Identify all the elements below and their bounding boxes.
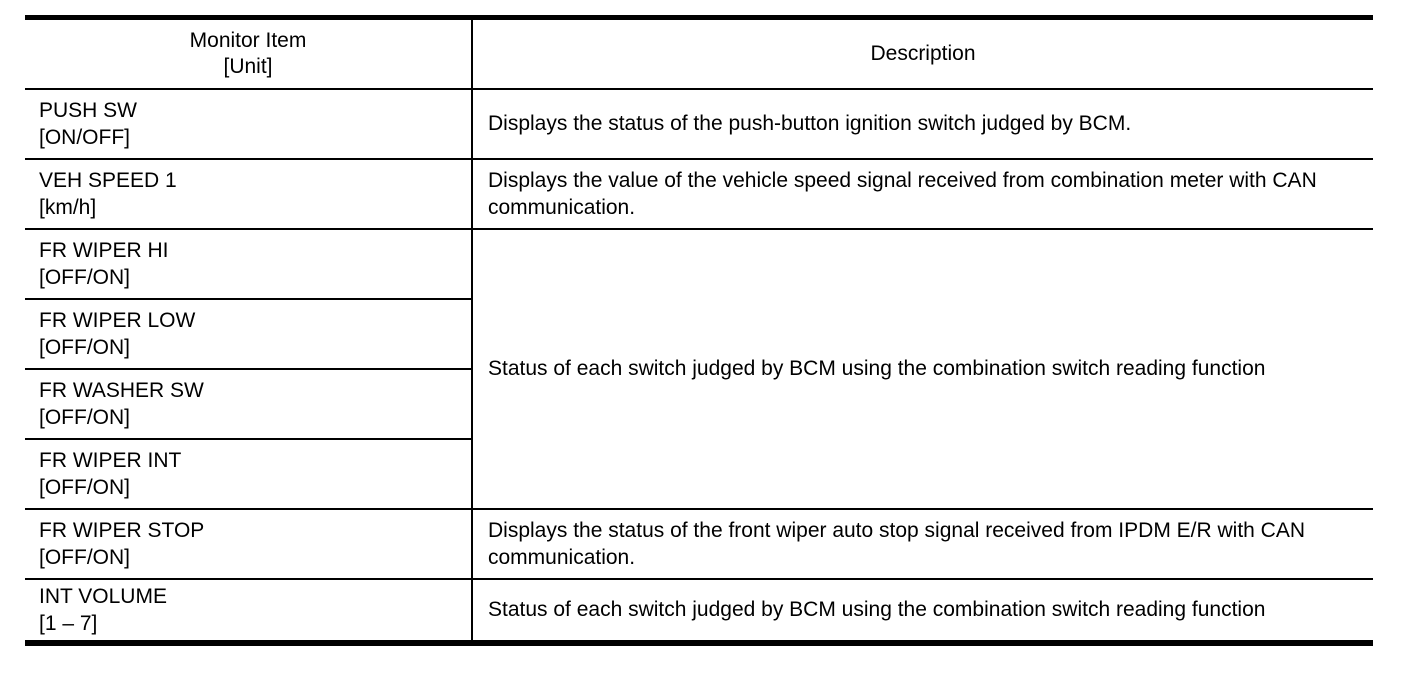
table-row: FR WIPER INT [OFF/ON] (25, 438, 1373, 510)
monitor-item-cell: INT VOLUME [1 – 7] (25, 578, 473, 644)
table-row: FR WIPER STOP [OFF/ON] Displays the status… (25, 508, 1373, 580)
monitor-item-unit: [OFF/ON] (39, 545, 130, 569)
monitor-item-cell: VEH SPEED 1 [km/h] (25, 158, 473, 230)
monitor-item-name: FR WIPER STOP (39, 518, 205, 542)
table-row: FR WASHER SW [OFF/ON] (25, 368, 1373, 440)
monitor-item-cell: FR WIPER STOP [OFF/ON] (25, 508, 473, 580)
monitor-item-name: FR WIPER HI (39, 238, 169, 262)
description-cell: Status of each switch judged by BCM usin… (472, 228, 1373, 510)
monitor-item-name: FR WASHER SW (39, 378, 204, 402)
monitor-table-body: PUSH SW [ON/OFF] Displays the status of th… (25, 88, 1373, 644)
monitor-item-unit: [OFF/ON] (39, 335, 130, 359)
monitor-item-unit: [km/h] (39, 195, 97, 219)
description-cell: Status of each switch judged by BCM usin… (472, 578, 1373, 644)
table-row: VEH SPEED 1 [km/h] Displays the value of t… (25, 158, 1373, 230)
table-header: Monitor Item [Unit] Description (25, 17, 1373, 90)
table-row: INT VOLUME [1 – 7] Status of each switch j… (25, 578, 1373, 644)
monitor-item-cell: FR WIPER HI [OFF/ON] (25, 228, 473, 300)
header-row: Monitor Item [Unit] Description (25, 17, 1373, 90)
description-cell: Displays the status of the front wiper a… (472, 508, 1373, 580)
monitor-item-header: Monitor Item [Unit] (25, 17, 473, 90)
monitor-item-cell: FR WIPER LOW [OFF/ON] (25, 298, 473, 370)
monitor-item-name: PUSH SW (39, 98, 138, 122)
monitor-item-unit: [OFF/ON] (39, 265, 130, 289)
monitor-item-table: Monitor Item [Unit] Description PUSH SW [… (25, 15, 1373, 646)
monitor-item-unit: [OFF/ON] (39, 405, 130, 429)
table-row: FR WIPER HI [OFF/ON] Status of each switch… (25, 228, 1373, 510)
monitor-item-name: FR WIPER INT (39, 448, 182, 472)
monitor-item-name: VEH SPEED 1 (39, 168, 177, 192)
monitor-item-name: INT VOLUME (39, 584, 167, 608)
description-cell: Displays the status of the push-button i… (472, 88, 1373, 160)
monitor-item-unit: [OFF/ON] (39, 475, 130, 499)
description-cell: Displays the value of the vehicle speed … (472, 158, 1373, 230)
monitor-item-name: FR WIPER LOW (39, 308, 196, 332)
monitor-item-unit: [ON/OFF] (39, 125, 130, 149)
monitor-item-unit: [1 – 7] (39, 611, 98, 635)
table-row: PUSH SW [ON/OFF] Displays the status of th… (25, 88, 1373, 160)
table-row: FR WIPER LOW [OFF/ON] (25, 298, 1373, 370)
monitor-item-header-line1: Monitor Item (189, 28, 307, 52)
monitor-item-cell: FR WIPER INT [OFF/ON] (25, 438, 473, 510)
monitor-item-cell: PUSH SW [ON/OFF] (25, 88, 473, 160)
monitor-item-cell: FR WASHER SW [OFF/ON] (25, 368, 473, 440)
monitor-item-header-line2: [Unit] (223, 54, 273, 78)
description-header: Description (472, 17, 1373, 90)
